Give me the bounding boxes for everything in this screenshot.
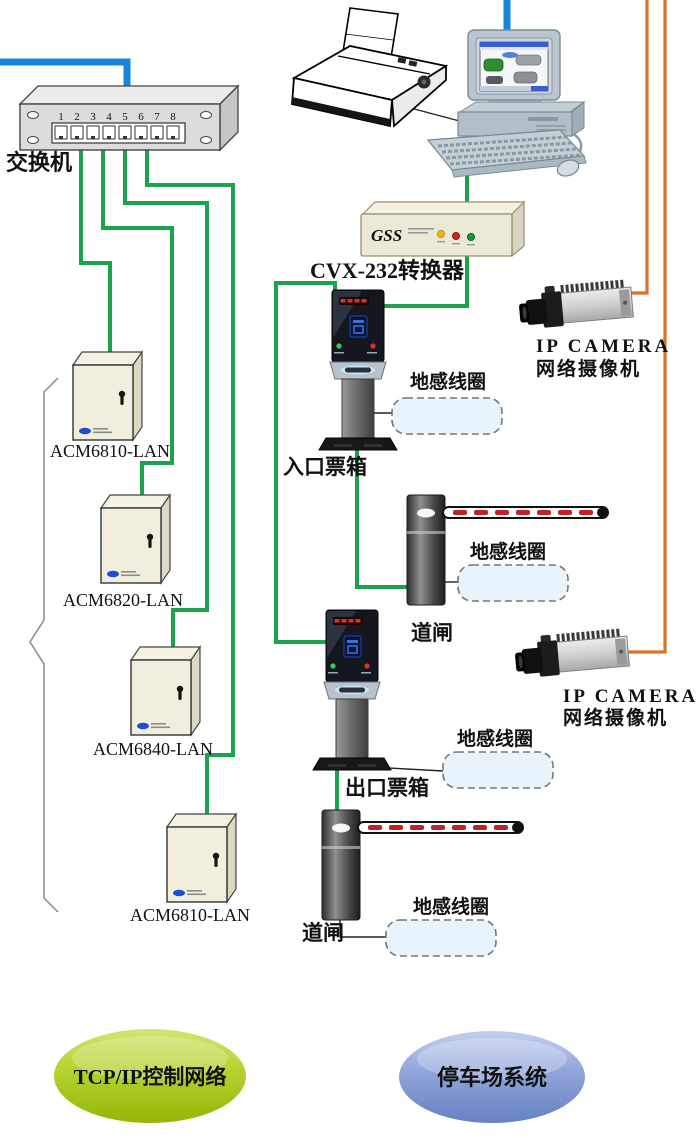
mouse <box>556 159 580 177</box>
camera2-label-en: IP CAMERA <box>563 686 698 707</box>
port-number: 1 <box>58 111 64 123</box>
protocol-converter: GSS CVX-232转换器 <box>310 200 526 283</box>
entrance-label: 入口票箱 <box>283 455 367 479</box>
camera1-label-en: IP CAMERA <box>536 336 671 357</box>
loop2-label: 地感线圈 <box>470 540 546 563</box>
video-cable-2 <box>621 0 667 654</box>
exit-label: 出口票箱 <box>345 776 429 800</box>
computer <box>426 29 587 178</box>
controller3-label: ACM6840-LAN <box>93 739 213 759</box>
trunk-cable-switch <box>0 58 131 92</box>
ground-loop-4 <box>385 919 497 957</box>
access-controller-2 <box>100 494 171 584</box>
port-number: 8 <box>170 111 176 123</box>
network-switch: 1 2 3 4 5 6 7 8 交换机 <box>6 84 240 175</box>
ground-loop-1 <box>391 397 503 435</box>
exit-ticket-box <box>312 609 392 771</box>
barrier1-label: 道闸 <box>411 621 453 645</box>
ip-camera-1 <box>517 278 635 331</box>
legend-tcpip-network: TCP/IP控制网络 <box>54 1029 246 1123</box>
lan-cable-controller-3 <box>123 143 209 656</box>
controller4-label: ACM6810-LAN <box>130 905 250 925</box>
lan-cable-controller-2 <box>101 143 174 502</box>
entrance-ticket-box <box>318 289 398 451</box>
ip-camera-2 <box>513 627 631 680</box>
controller1-label: ACM6810-LAN <box>50 441 170 461</box>
port-number: 5 <box>122 111 128 123</box>
cables <box>0 0 667 938</box>
camera2-label-cn: 网络摄像机 <box>563 706 668 729</box>
printer <box>291 7 449 128</box>
legend-tcpip-label: TCP/IP控制网络 <box>74 1065 227 1089</box>
access-controller-1 <box>72 351 143 441</box>
lan-cable-controller-1 <box>79 143 112 360</box>
port-number: 3 <box>90 111 96 123</box>
port-number: 6 <box>138 111 144 123</box>
barrier2-label: 道闸 <box>302 921 344 945</box>
converter-logo: GSS <box>371 226 402 245</box>
loop4-label: 地感线圈 <box>413 895 489 918</box>
serial-cable-exit <box>274 281 337 644</box>
desktop-case <box>458 101 586 113</box>
loop4-line <box>339 916 386 938</box>
video-cable-1 <box>624 0 649 295</box>
controller2-label: ACM6820-LAN <box>63 590 183 610</box>
port-number: 2 <box>74 111 80 123</box>
port-number: 4 <box>106 111 112 123</box>
ground-loop-3 <box>442 751 554 789</box>
converter-label: CVX-232转换器 <box>310 258 465 283</box>
legend-parking-system: 停车场系统 <box>399 1031 585 1123</box>
port-number: 7 <box>154 111 160 123</box>
entrance-barrier-cable <box>355 444 409 589</box>
access-controller-3 <box>130 646 201 736</box>
led-red <box>451 231 460 240</box>
lan-cable-controller-4 <box>145 143 235 822</box>
access-controller-4 <box>166 813 237 903</box>
loop3-label: 地感线圈 <box>457 727 533 750</box>
legend-parking-label: 停车场系统 <box>437 1065 547 1090</box>
led-yellow <box>436 229 445 238</box>
camera1-label-cn: 网络摄像机 <box>536 357 641 380</box>
loop1-label: 地感线圈 <box>410 370 486 393</box>
controllers-brace <box>29 377 59 913</box>
led-green <box>466 232 475 241</box>
switch-ports <box>54 125 180 140</box>
ground-loop-2 <box>457 564 569 602</box>
switch-label: 交换机 <box>6 150 72 175</box>
